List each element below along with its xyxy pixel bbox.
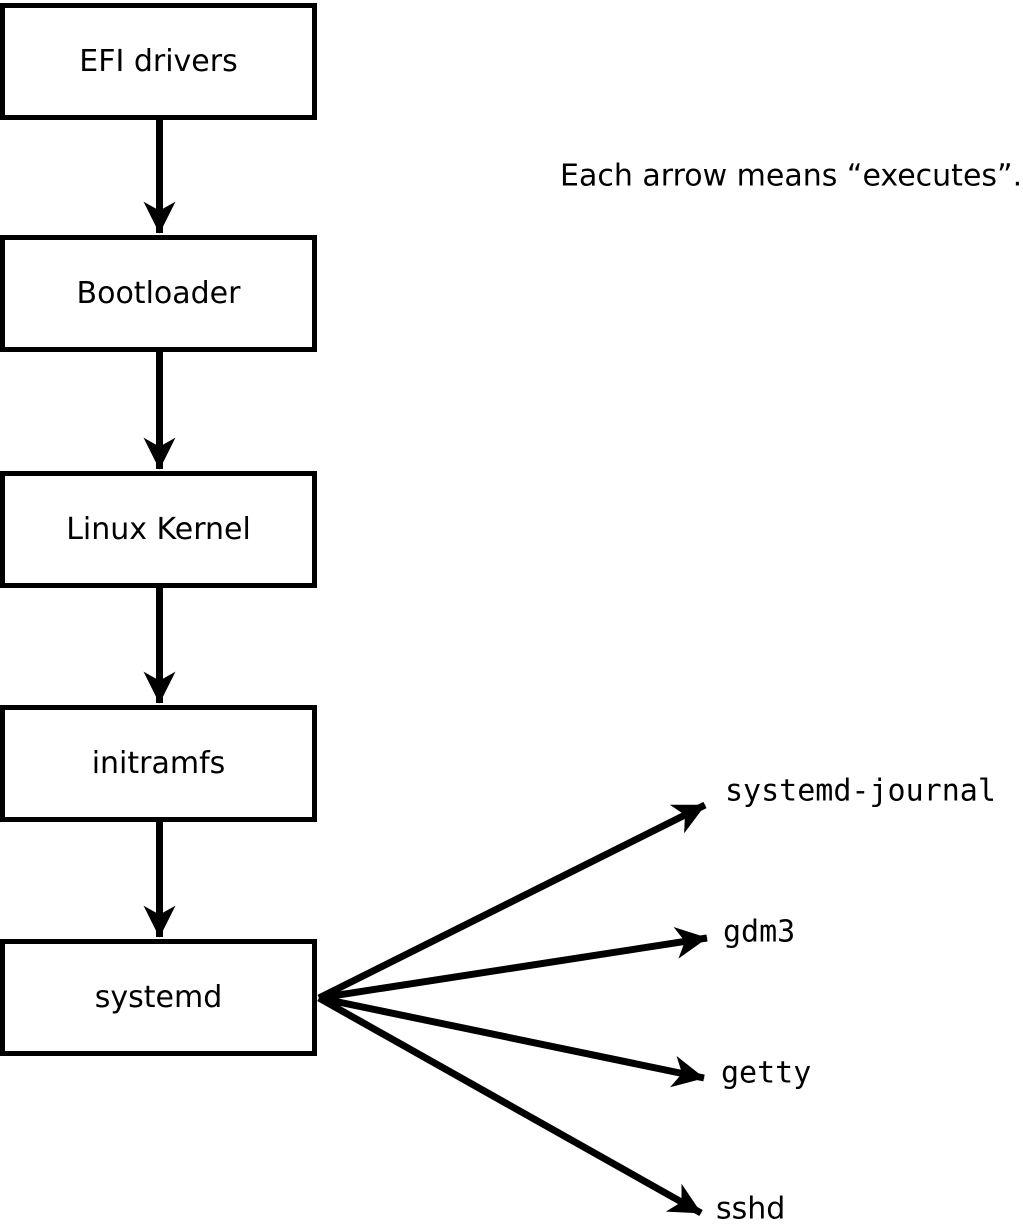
node-bootloader: Bootloader [0, 235, 317, 352]
node-linux-kernel-label: Linux Kernel [66, 511, 251, 547]
arrow-systemd-to-sshd [317, 994, 703, 1217]
node-efi-drivers: EFI drivers [0, 3, 317, 120]
spawned-gdm3-label: gdm3 [723, 914, 796, 950]
node-efi-drivers-label: EFI drivers [79, 43, 238, 79]
node-initramfs-label: initramfs [91, 745, 226, 781]
node-bootloader-label: Bootloader [76, 275, 241, 311]
arrow-systemd-to-journal [317, 801, 707, 1002]
legend-note: Each arrow means “executes”. [560, 158, 1023, 194]
spawned-getty-label: getty [721, 1055, 812, 1091]
node-systemd: systemd [0, 939, 317, 1056]
arrow-systemd-to-gdm3 [318, 926, 708, 1002]
arrow-systemd-to-getty [318, 994, 705, 1088]
spawned-sshd-label: sshd [716, 1191, 786, 1227]
spawned-systemd-journal-label: systemd-journal [725, 773, 996, 809]
node-linux-kernel: Linux Kernel [0, 471, 317, 588]
node-systemd-label: systemd [94, 979, 223, 1015]
node-initramfs: initramfs [0, 705, 317, 822]
